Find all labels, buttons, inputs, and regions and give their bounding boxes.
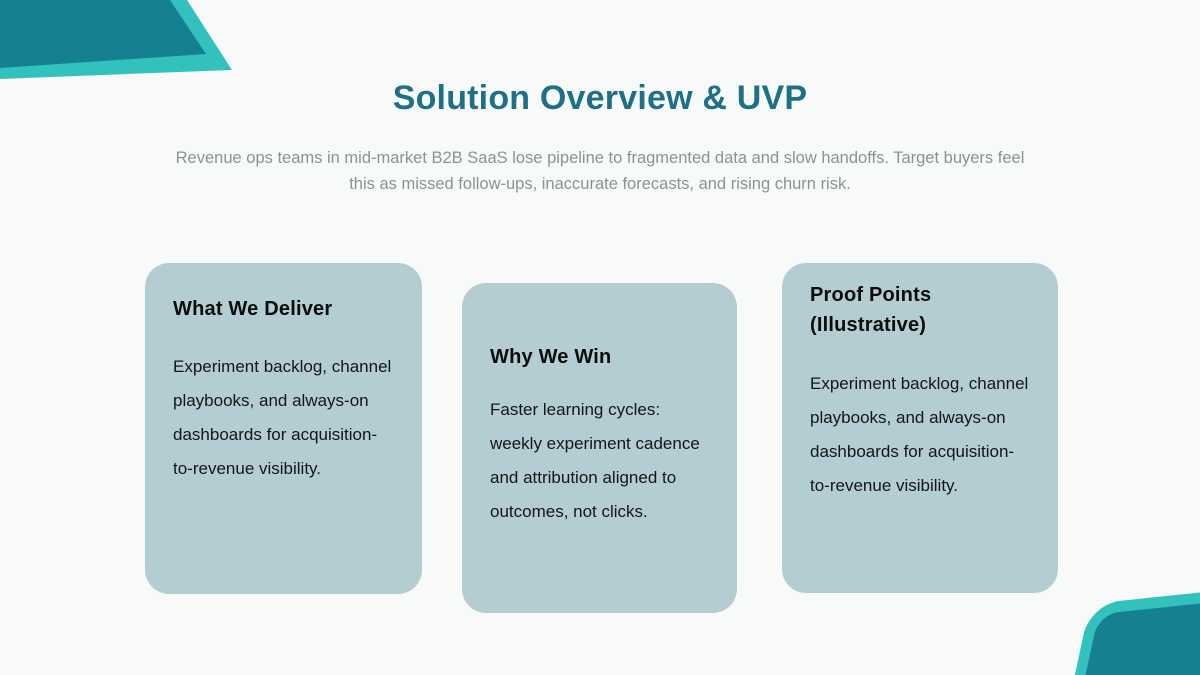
card-proof-points: Proof Points (Illustrative) Experiment b…	[782, 263, 1058, 593]
card-body: Experiment backlog, channel playbooks, a…	[810, 374, 1029, 495]
slide-subtitle-line-2: this as missed follow-ups, inaccurate fo…	[349, 174, 851, 193]
card-heading: Why We Win	[490, 346, 612, 368]
card-body: Experiment backlog, channel playbooks, a…	[173, 357, 392, 478]
card-heading: Proof Points (Illustrative)	[810, 284, 932, 336]
slide-subtitle-line-1: Revenue ops teams in mid-market B2B SaaS…	[175, 149, 1025, 167]
slide-title: Solution Overview & UVP	[392, 79, 808, 117]
card-what-we-deliver: What We Deliver Experiment backlog, chan…	[145, 263, 422, 594]
corner-decoration-bottom-right-fill	[1066, 591, 1200, 675]
card-why-we-win: Why We Win Faster learning cycles: weekl…	[462, 283, 737, 613]
card-heading: What We Deliver	[173, 298, 333, 320]
card-body: Faster learning cycles: weekly experimen…	[490, 400, 700, 521]
slide-subtitle: Revenue ops teams in mid-market B2B SaaS…	[0, 146, 1200, 197]
corner-decoration-bottom-right-outline	[1052, 578, 1200, 675]
